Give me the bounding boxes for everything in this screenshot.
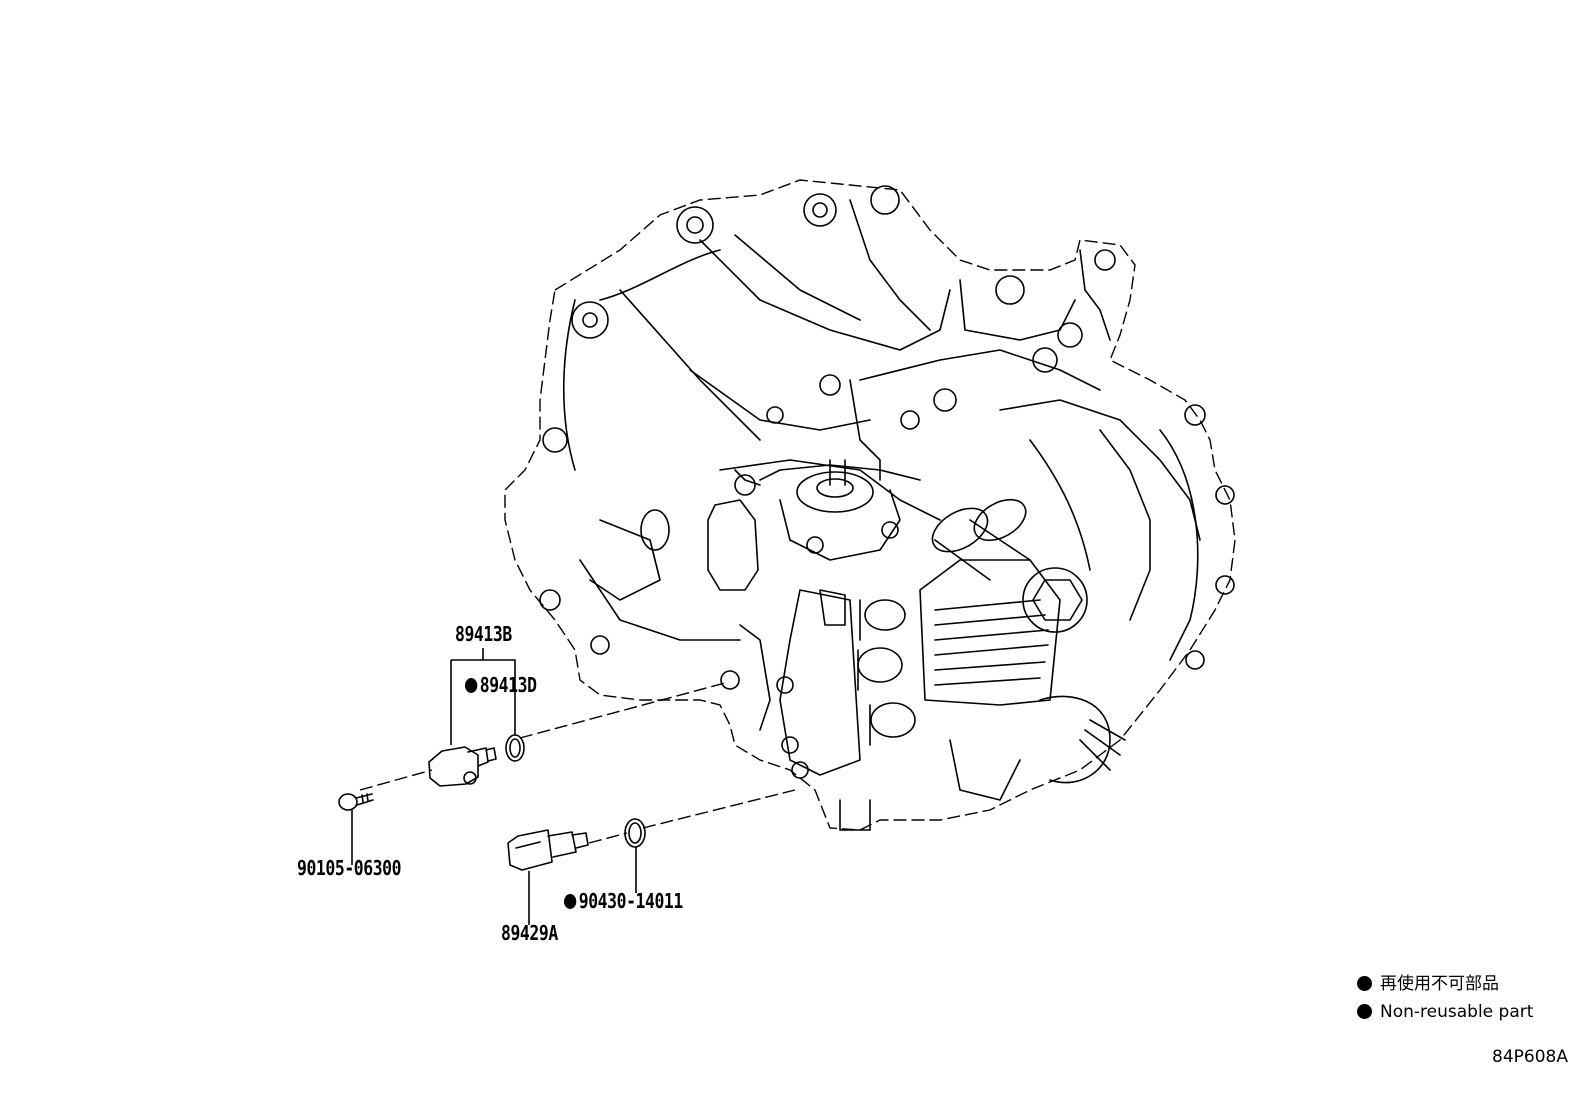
- non-reusable-bullet-icon: [1357, 976, 1372, 991]
- transmission-assembly-illustration: [504, 179, 1236, 831]
- temperature-sensor-part: [507, 829, 589, 871]
- temp-sensor-alignment-line: [588, 832, 628, 844]
- gasket-part: [624, 818, 646, 848]
- part-label-90105-06300: 90105-06300: [297, 856, 402, 880]
- leader-89413B: [450, 648, 516, 745]
- part-label-89413B: 89413B: [455, 622, 512, 646]
- speed-sensor-part: [428, 746, 497, 787]
- part-label-90430-14011: 90430-14011: [564, 890, 684, 912]
- non-reusable-bullet-icon: [1357, 1004, 1372, 1019]
- temp-gasket-alignment-line: [642, 789, 796, 829]
- legend-english: Non-reusable part: [1357, 1002, 1533, 1022]
- diagram-code: 84P608A: [1492, 1047, 1568, 1067]
- legend-japanese: 再使用不可部品: [1357, 974, 1499, 994]
- bolt-alignment-line: [359, 769, 433, 791]
- speed-sensor-alignment-line: [519, 682, 726, 739]
- part-label-89413D: 89413D: [465, 674, 537, 696]
- legend-english-text: Non-reusable part: [1380, 1002, 1534, 1022]
- legend-japanese-text: 再使用不可部品: [1380, 974, 1499, 994]
- bolt-part: [338, 793, 374, 811]
- part-label-89429A: 89429A: [501, 921, 558, 945]
